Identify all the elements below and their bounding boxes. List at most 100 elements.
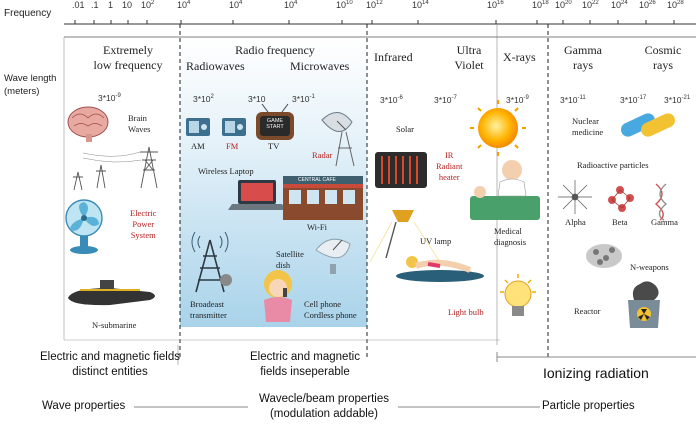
cell-phone-label: Cell phone Cordless phone: [304, 299, 357, 321]
brain-waves-line1: Brain: [128, 113, 147, 123]
nuclear-medicine-label: Nuclear medicine: [572, 116, 603, 138]
band-cosmic-line1: Cosmic: [644, 43, 682, 57]
solar-label: Solar: [396, 124, 414, 134]
band-gamma-line1: Gamma: [564, 43, 602, 57]
frequency-tick-label: 1016: [487, 0, 504, 10]
band-elf-title: Extremely low frequency: [80, 43, 176, 73]
band-radio-title: Radio frequency: [235, 43, 315, 57]
tv-screen-line1: GAME: [266, 118, 284, 124]
fields-distinct-line2: distinct entities: [72, 366, 148, 378]
radar-label: Radar: [312, 150, 333, 160]
band-infrared-title: Infrared: [374, 50, 413, 64]
central-cafe-sign: CENTRAL CAFE: [298, 177, 336, 183]
band-elf-line2: low frequency: [93, 58, 163, 72]
uv-lamp-icon: [369, 210, 441, 263]
cafe-building-icon: [283, 176, 363, 220]
band-uv-line1: Ultra: [456, 43, 482, 57]
band-uv-line2: Violet: [454, 58, 484, 72]
particle-properties-label: Particle properties: [542, 400, 635, 412]
electric-power-line1: Electric: [130, 208, 157, 218]
brain-icon: [67, 106, 109, 142]
sun-icon: [470, 100, 526, 156]
wavelength-label-line2: (meters): [4, 86, 40, 97]
girl-phone-icon: [264, 270, 292, 322]
nuclear-medicine-line2: medicine: [572, 127, 604, 137]
band-ultraviolet-title: Ultra Violet: [446, 43, 492, 73]
band-radiowaves-title: Radiowaves: [186, 59, 245, 73]
cell-phone-line2: Cordless phone: [304, 310, 357, 320]
light-bulb-label: Light bulb: [448, 307, 484, 317]
fields-inseparable-line1: Electric and magnetic: [250, 351, 360, 363]
capsule-pills-icon: [621, 113, 675, 137]
n-weapons-cluster-icon: [586, 244, 622, 268]
nuclear-medicine-line1: Nuclear: [572, 116, 599, 126]
frequency-tick-label: 1020: [555, 0, 572, 10]
frequency-tick-label: 1012: [366, 0, 383, 10]
am-radio-icon: [186, 118, 210, 136]
light-bulb-icon: [500, 274, 536, 316]
reactor-label: Reactor: [574, 306, 601, 316]
frequency-tick-label: 1024: [611, 0, 628, 10]
frequency-tick-label: 1010: [336, 0, 353, 10]
frequency-tick-marks: [74, 20, 675, 24]
ir-heater-line3: heater: [438, 172, 460, 182]
satellite-dish-line2: dish: [276, 260, 291, 270]
medical-diagnosis-line2: diagnosis: [494, 237, 527, 247]
wavelength-value: 3*10-6: [380, 95, 403, 105]
frequency-label: Frequency: [4, 8, 52, 19]
brain-waves-label: Brain Waves: [128, 113, 150, 135]
laptop-icon: [228, 180, 286, 210]
medical-diagnosis-label: Medical diagnosis: [494, 226, 526, 248]
frequency-tick-label: 1022: [582, 0, 599, 10]
sunbathing-woman-icon: [396, 256, 484, 282]
frequency-tick-label: 1018: [532, 0, 549, 10]
ir-heater-label: IR Radiant heater: [436, 150, 462, 183]
wavelength-label-line1: Wave length: [4, 73, 57, 84]
tv-label: TV: [268, 141, 280, 151]
band-dividers: [179, 24, 549, 360]
frequency-tick-label: 1028: [667, 0, 684, 10]
power-tower-icon: [73, 146, 158, 191]
frequency-tick-label: 104: [229, 0, 243, 10]
satellite-dish-line1: Satellite: [276, 249, 304, 259]
ir-heater-line2: Radiant: [436, 161, 463, 171]
uv-lamp-label: UV lamp: [420, 236, 452, 246]
n-submarine-label: N-submarine: [92, 320, 137, 330]
band-cosmic-line2: rays: [653, 58, 673, 72]
fm-label: FM: [226, 141, 239, 151]
ir-heater-line1: IR: [444, 150, 454, 160]
band-xrays-title: X-rays: [503, 50, 536, 64]
alpha-label: Alpha: [565, 217, 586, 227]
frequency-tick-label: 10: [122, 0, 133, 10]
radioactive-particles-label: Radioactive particles: [577, 160, 649, 170]
electric-power-line2: Power: [132, 219, 155, 229]
am-label: AM: [191, 141, 205, 151]
wavecle-properties-label: Wavecle/beam properties (modulation adda…: [250, 392, 398, 422]
gamma-dna-icon: [654, 183, 668, 221]
brain-waves-line2: Waves: [128, 124, 151, 134]
electric-power-label: Electric Power System: [130, 208, 156, 241]
ir-heater-icon: [375, 152, 427, 188]
wavelength-value: 3*10-9: [506, 95, 529, 105]
medical-diagnosis-line1: Medical: [494, 226, 522, 236]
band-gamma-title: Gamma rays: [556, 43, 610, 73]
wavelength-label: Wave length (meters): [4, 72, 56, 98]
wireless-laptop-label: Wireless Laptop: [198, 166, 254, 176]
frequency-tick-label: 1: [108, 0, 114, 10]
broadcast-line2: transmitter: [190, 310, 227, 320]
gamma-label: Gamma: [651, 217, 678, 227]
frequency-tick-label: 1026: [639, 0, 656, 10]
wavelength-value: 3*10-9: [98, 93, 121, 103]
tv-screen-text: GAME START: [262, 118, 288, 130]
fm-radio-icon: [222, 118, 246, 136]
reactor-icon: [628, 281, 660, 328]
wavelength-value: 3*10-7: [434, 95, 457, 105]
fields-inseparable-label: Electric and magnetic fields inseperable: [250, 350, 360, 380]
band-gamma-line2: rays: [573, 58, 593, 72]
n-weapons-label: N-weapons: [630, 262, 669, 272]
frequency-tick-label: 104: [177, 0, 191, 10]
wifi-label: Wi-Fi: [307, 222, 327, 232]
fields-inseparable-line2: fields inseperable: [260, 366, 350, 378]
radar-dish-icon: [321, 112, 355, 167]
doctor-icon: [470, 160, 540, 220]
